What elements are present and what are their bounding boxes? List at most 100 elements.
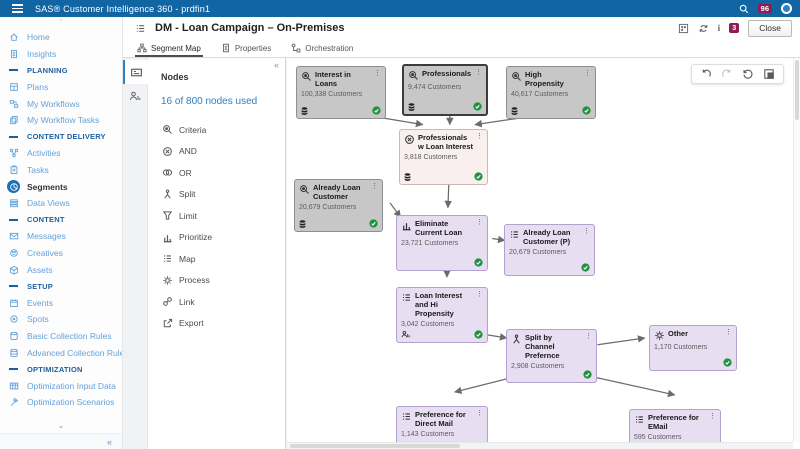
sidebar-item-creatives[interactable]: Creatives — [0, 245, 122, 262]
sidebar-item-activities[interactable]: Activities — [0, 145, 122, 162]
segment-node-split-by-channel-prefernce[interactable]: Split by Channel Prefernce ⋮ 2,908 Custo… — [506, 329, 597, 383]
sidebar-item-advanced-collection-rules[interactable]: Advanced Collection Rules — [0, 344, 122, 361]
node-menu-icon[interactable]: ⋮ — [476, 410, 483, 417]
segment-node-professionals-w-loan-interest[interactable]: Professionals w Loan Interest ⋮ 3,818 Cu… — [399, 129, 488, 185]
segment-node-professionals[interactable]: Professionals ⋮ 9,474 Customers — [402, 64, 488, 116]
top-bar: SAS® Customer Intelligence 360 - prdfin1… — [0, 0, 800, 17]
search-icon[interactable] — [739, 4, 749, 14]
sidebar-scroll-up-icon[interactable]: ⌃ — [58, 19, 64, 26]
node-menu-icon[interactable]: ⋮ — [725, 329, 732, 336]
segment-node-already-loan-customer[interactable]: Already Loan Customer ⋮ 20,679 Customers — [294, 179, 383, 232]
home-icon — [7, 31, 20, 44]
status-check-icon — [581, 263, 590, 272]
palette-item-link[interactable]: Link — [161, 291, 285, 313]
node-title: Preference for EMail — [648, 413, 699, 431]
overview-icon[interactable] — [763, 68, 775, 80]
undo-icon[interactable] — [700, 68, 712, 80]
node-menu-icon[interactable]: ⋮ — [476, 291, 483, 298]
user-avatar[interactable] — [781, 3, 792, 14]
sidebar-item-spots[interactable]: Spots — [0, 311, 122, 328]
node-menu-icon[interactable]: ⋮ — [583, 228, 590, 235]
segment-node-other[interactable]: Other ⋮ 1,170 Customers — [649, 325, 737, 371]
section-dash-icon — [7, 218, 20, 221]
sidebar-item-insights[interactable]: Insights — [0, 46, 122, 63]
sidebar-item-segments[interactable]: Segments — [0, 178, 122, 195]
segment-node-high-propensity[interactable]: High Propensity ⋮ 40,617 Customers — [506, 66, 596, 119]
node-title: Loan Interest and Hi Propensity — [415, 291, 463, 318]
spots-icon — [7, 313, 20, 326]
apps-icon[interactable] — [678, 23, 689, 34]
palette-item-or[interactable]: OR — [161, 162, 285, 184]
node-menu-icon[interactable]: ⋮ — [476, 219, 483, 226]
node-menu-icon[interactable]: ⋮ — [475, 69, 482, 76]
sidebar-item-optimization-input-data[interactable]: Optimization Input Data — [0, 377, 122, 394]
tab-properties[interactable]: Properties — [221, 43, 271, 57]
map-node-icon — [401, 292, 412, 303]
tab-orchestration[interactable]: Orchestration — [291, 43, 353, 57]
segment-map-canvas[interactable]: Interest in Loans ⋮ 100,338 Customers Pr… — [286, 58, 800, 449]
segment-node-interest-in-loans[interactable]: Interest in Loans ⋮ 100,338 Customers — [296, 66, 386, 119]
node-menu-icon[interactable]: ⋮ — [584, 70, 591, 77]
workflows-icon — [7, 97, 20, 110]
palette-item-criteria[interactable]: Criteria — [161, 119, 285, 141]
close-button[interactable]: Close — [748, 19, 792, 37]
panel-collapse-button[interactable]: « — [273, 60, 279, 70]
segment-node-already-loan-customer-p-[interactable]: Already Loan Customer (P) ⋮ 20,679 Custo… — [504, 224, 595, 276]
database-icon — [301, 107, 308, 115]
node-title: Interest in Loans — [315, 70, 351, 88]
sidebar-item-messages[interactable]: Messages — [0, 228, 122, 245]
sidebar-item-tasks[interactable]: Tasks — [0, 162, 122, 179]
sidebar-item-assets[interactable]: Assets — [0, 261, 122, 278]
sidebar-item-basic-collection-rules[interactable]: Basic Collection Rules — [0, 328, 122, 345]
node-menu-icon[interactable]: ⋮ — [476, 133, 483, 140]
tab-segment-map[interactable]: Segment Map — [135, 43, 203, 57]
palette-item-limit[interactable]: Limit — [161, 205, 285, 227]
sidebar-item-optimization-scenarios[interactable]: Optimization Scenarios — [0, 394, 122, 411]
segment-node-eliminate-current-loan[interactable]: Eliminate Current Loan ⋮ 23,721 Customer… — [396, 215, 488, 271]
alert-badge[interactable]: 3 — [729, 23, 740, 33]
node-customer-count: 3,042 Customers — [401, 320, 455, 328]
sidebar-item-events[interactable]: Events — [0, 295, 122, 312]
node-title: Already Loan Customer (P) — [523, 228, 571, 246]
messages-icon — [7, 230, 20, 243]
node-title: High Propensity — [525, 70, 564, 88]
vertical-scrollbar[interactable] — [793, 58, 800, 442]
hamburger-menu-icon[interactable] — [12, 4, 23, 13]
palette-item-and[interactable]: AND — [161, 141, 285, 163]
notification-badge[interactable]: 96 — [757, 3, 772, 14]
redo-icon[interactable] — [721, 68, 733, 80]
node-menu-icon[interactable]: ⋮ — [374, 70, 381, 77]
or-node-icon — [161, 167, 173, 178]
nodes-palette-icon[interactable] — [123, 60, 148, 84]
sidebar-item-data-views[interactable]: Data Views — [0, 195, 122, 212]
segment-node-preference-for-direct-mail[interactable]: Preference for Direct Mail ⋮ 1,143 Custo… — [396, 406, 488, 449]
sidebar-item-plans[interactable]: Plans — [0, 79, 122, 96]
node-menu-icon[interactable]: ⋮ — [371, 183, 378, 190]
sidebar-item-my-workflows[interactable]: My Workflows — [0, 95, 122, 112]
sidebar-item-home[interactable]: Home — [0, 29, 122, 46]
node-title: Split by Channel Prefernce — [525, 333, 560, 360]
opt-scenarios-icon — [7, 396, 20, 409]
sidebar-item-my-workflow-tasks[interactable]: My Workflow Tasks — [0, 112, 122, 129]
list-icon[interactable] — [135, 23, 146, 34]
info-icon[interactable]: i — [717, 23, 721, 33]
palette-item-export[interactable]: Export — [161, 313, 285, 335]
segment-node-loan-interest-and-hi-propensity[interactable]: Loan Interest and Hi Propensity ⋮ 3,042 … — [396, 287, 488, 343]
palette-item-process[interactable]: Process — [161, 270, 285, 292]
node-menu-icon[interactable]: ⋮ — [709, 413, 716, 420]
sidebar-collapse-button[interactable]: « — [0, 433, 122, 449]
node-menu-icon[interactable]: ⋮ — [585, 333, 592, 340]
data-views-icon — [7, 197, 20, 210]
reset-icon[interactable] — [742, 68, 754, 80]
node-customer-count: 2,908 Customers — [511, 362, 565, 370]
horizontal-scrollbar[interactable] — [287, 442, 793, 449]
palette-item-split[interactable]: Split — [161, 184, 285, 206]
status-check-icon — [372, 106, 381, 115]
node-customer-count: 3,818 Customers — [404, 153, 458, 161]
sync-icon[interactable] — [698, 23, 709, 34]
sidebar-scroll-down-icon[interactable]: ⌄ — [57, 421, 65, 430]
status-check-icon — [474, 258, 483, 267]
palette-item-map[interactable]: Map — [161, 248, 285, 270]
audience-panel-icon[interactable] — [123, 84, 147, 108]
palette-item-prioritize[interactable]: Prioritize — [161, 227, 285, 249]
